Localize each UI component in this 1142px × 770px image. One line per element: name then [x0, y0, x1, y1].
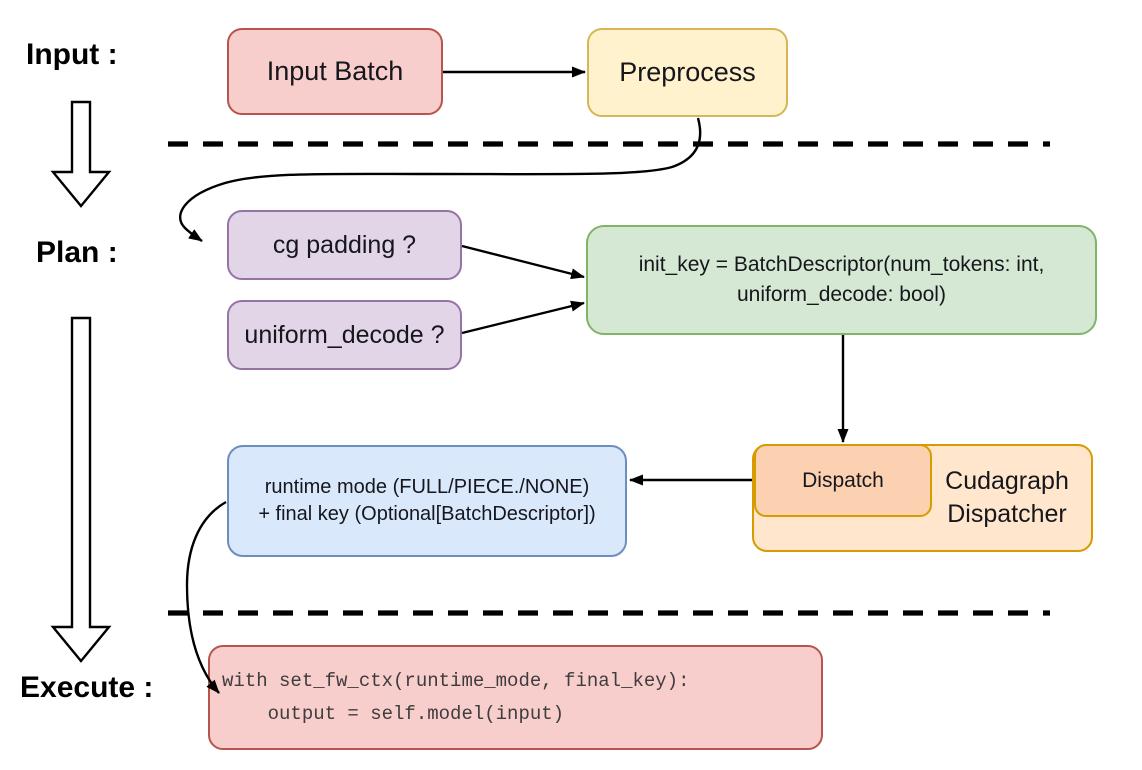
init-key-batch-descriptor-node: init_key = BatchDescriptor(num_tokens: i… — [586, 225, 1097, 335]
execute-code-node: with set_fw_ctx(runtime_mode, final_key)… — [208, 645, 823, 750]
input-batch-label: Input Batch — [266, 56, 404, 86]
plan-section-label: Plan : — [36, 236, 118, 269]
arrow-uniform-decode-to-init-key — [461, 300, 585, 335]
runtime-mode-label: runtime mode (FULL/PIECE./NONE) + final … — [258, 476, 596, 525]
input-section-label: Input : — [26, 38, 118, 71]
runtime-mode-final-key-node: runtime mode (FULL/PIECE./NONE) + final … — [227, 445, 627, 557]
arrow-cg-padding-to-init-key — [461, 244, 585, 280]
execute-code-label: with set_fw_ctx(runtime_mode, final_key)… — [222, 669, 690, 725]
cg-padding-node: cg padding ? — [227, 210, 462, 280]
cg-padding-label: cg padding ? — [272, 230, 417, 259]
preprocess-node: Preprocess — [587, 28, 788, 117]
down-arrow-icon — [50, 316, 112, 663]
dispatch-label: Dispatch — [802, 468, 884, 492]
execute-section-label: Execute : — [20, 671, 154, 704]
uniform-decode-label: uniform_decode ? — [244, 320, 445, 349]
down-arrow-icon — [50, 100, 112, 208]
init-key-label: init_key = BatchDescriptor(num_tokens: i… — [638, 253, 1045, 306]
preprocess-label: Preprocess — [619, 57, 756, 87]
input-batch-node: Input Batch — [227, 28, 443, 115]
uniform-decode-node: uniform_decode ? — [227, 300, 462, 370]
dispatch-node: Dispatch — [754, 444, 932, 517]
cudagraph-dispatcher-label: Cudagraph Dispatcher — [945, 467, 1069, 528]
